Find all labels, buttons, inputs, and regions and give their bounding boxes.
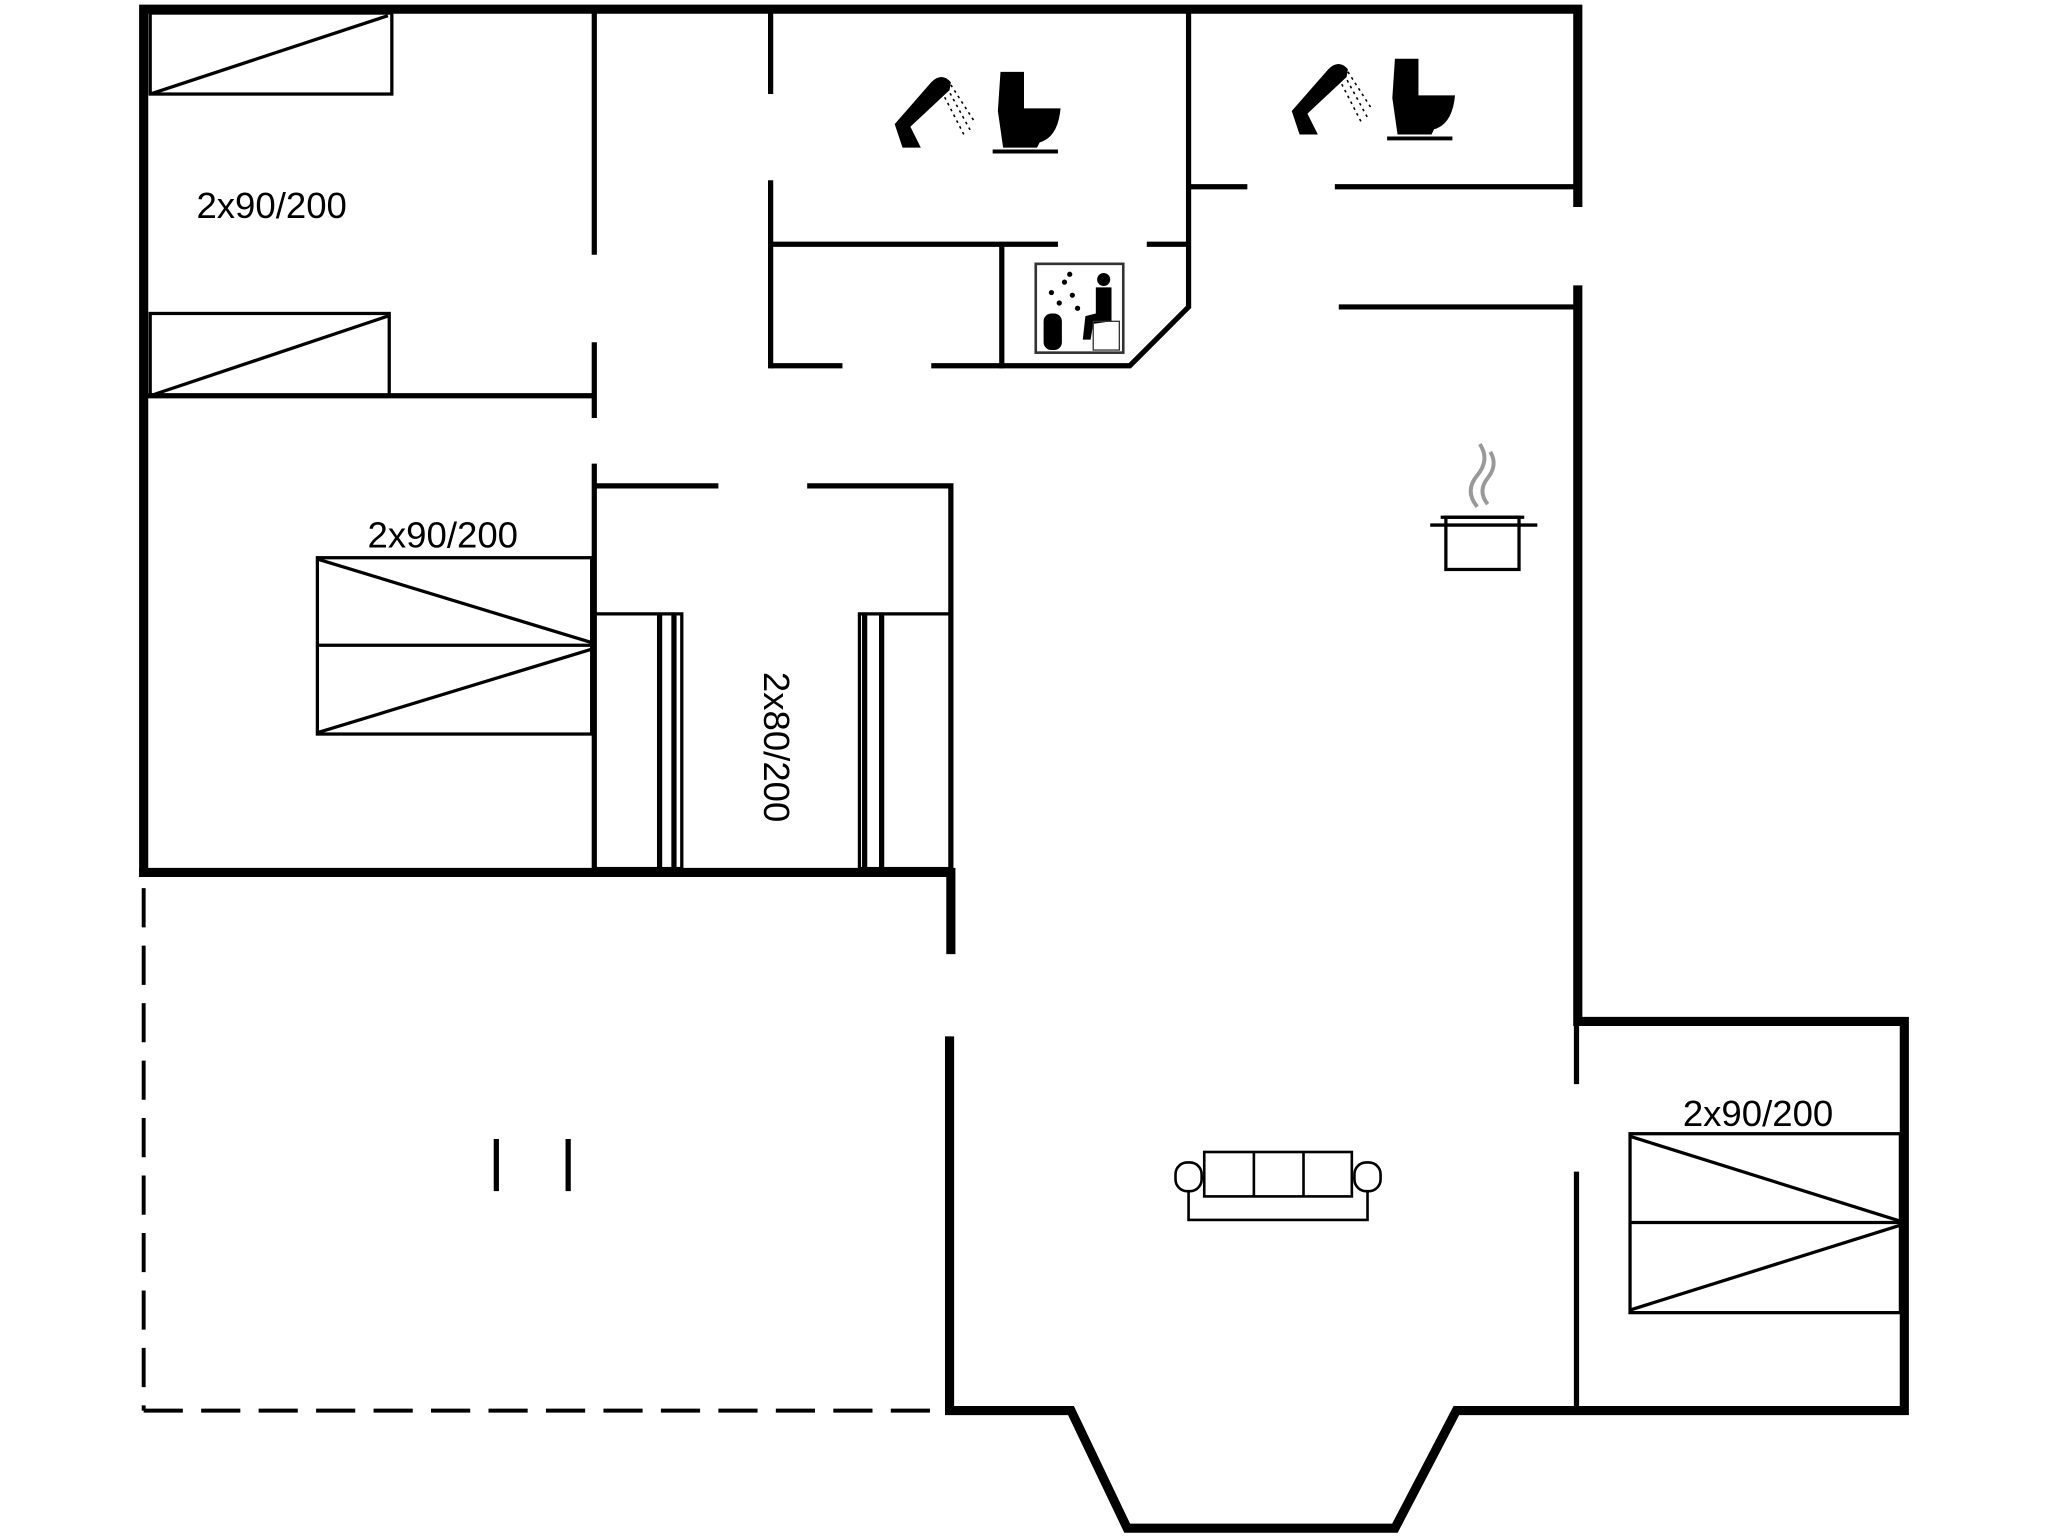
toilet-icon bbox=[1387, 58, 1456, 141]
bed-size-label: 2x90/200 bbox=[368, 514, 518, 555]
bunk-bed-icon bbox=[592, 612, 953, 871]
outer-walls bbox=[139, 4, 1909, 1533]
bed-size-label: 2x90/200 bbox=[196, 185, 346, 226]
terrace-outline bbox=[141, 888, 944, 1413]
bed-icon bbox=[1628, 1132, 1903, 1315]
toilet-icon bbox=[992, 71, 1061, 154]
bed-size-label: 2x90/200 bbox=[1683, 1093, 1833, 1134]
bed-icon bbox=[148, 11, 394, 398]
shower-icon bbox=[1291, 64, 1373, 135]
shower-icon bbox=[894, 77, 976, 148]
sauna-icon bbox=[1034, 262, 1125, 354]
bed-size-label: 2x80/200 bbox=[756, 672, 797, 822]
cooking-pot-icon bbox=[1430, 442, 1538, 572]
bed-icon bbox=[315, 556, 594, 736]
sofa-icon bbox=[1174, 1150, 1382, 1222]
interior-walls bbox=[143, 9, 1580, 1411]
